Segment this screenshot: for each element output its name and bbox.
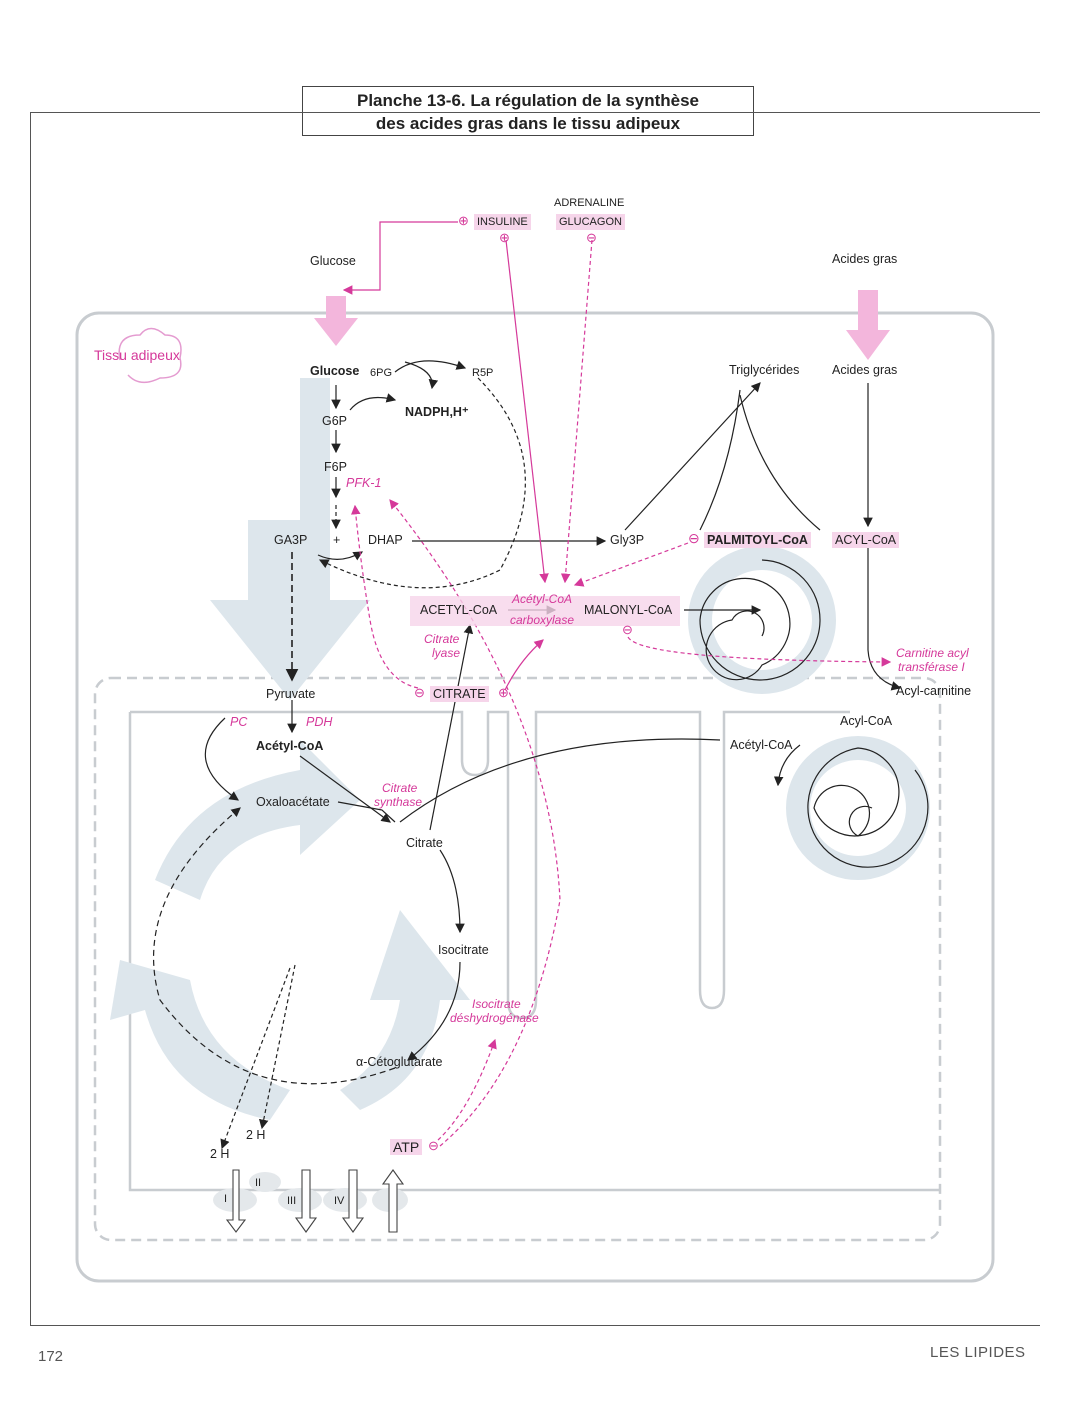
acyl-coa-mito-node: Acyl-CoA [840,714,893,728]
complex-iv-label: IV [334,1195,345,1207]
pyruvate-node: Pyruvate [266,687,316,701]
complex-iii-label: III [287,1195,297,1207]
acetyl-coa-beta-ox-node: Acétyl-CoA [730,738,793,752]
palmitoyl-inhibit-sign: ⊖ [688,530,700,546]
page-number: 172 [38,1348,64,1365]
r5p-node: R5P [472,367,494,379]
f6p-node: F6P [324,460,347,474]
figure-title: Planche 13-6. La régulation de la synthè… [302,86,754,136]
title-line-1: Planche 13-6. La régulation de la synthè… [356,91,699,110]
tissue-label: Tissu adipeux [94,347,180,363]
g6p-node: G6P [322,414,348,428]
title-line-2: des acides gras dans le tissu adipeux [375,114,681,133]
glucose-entry-arrow [314,296,358,346]
cell-fatty-acids-node: Acides gras [832,363,898,377]
citrate-synthase-line1: Citrate [382,781,418,795]
gly3p-node: Gly3P [610,533,645,547]
glucagon-inhibit-sign: ⊖ [586,230,597,245]
fatty-acid-synthesis-spiral [688,546,836,694]
citrate-activate-sign: ⊕ [498,685,509,700]
alpha-ketoglutarate-node: α-Cétoglutarate [356,1055,443,1069]
atp-node: ATP [390,1139,423,1155]
figure-frame [30,112,1040,1326]
blood-glucose-label: Glucose [310,254,356,268]
acc-enzyme-line2: carboxylase [510,613,575,627]
complex-i-label: I [224,1193,228,1205]
cat1-enzyme-line1: Carnitine acyl [896,646,969,660]
adrenaline-label: ADRENALINE [554,197,625,209]
atp-inhibit-sign: ⊖ [428,1138,439,1153]
acc-enzyme-line1: Acétyl-CoA [512,592,573,606]
tca-cycle-arrow-right [340,910,470,1110]
citrate-lyase-line2: lyase [432,646,461,660]
cell-membrane [75,311,995,1283]
palmitoyl-coa-node: PALMITOYL-CoA [704,532,811,548]
citrate-cytosol-node: CITRATE [430,686,489,702]
citrate-inhibit-sign: ⊖ [414,685,425,700]
oxaloacetate-node: Oxaloacétate [256,795,330,809]
acyl-carnitine-node: Acyl-carnitine [896,684,972,698]
insuline-activate-sign: ⊕ [499,230,510,245]
acetyl-coa-carboxylase-highlight [410,596,680,626]
section-title: LES LIPIDES [930,1344,1026,1361]
acyl-coa-cytosol-node: ACYL-CoA [832,532,900,548]
pc-enzyme: PC [230,715,248,729]
pfk1-enzyme: PFK-1 [346,476,382,490]
respiratory-chain [213,1169,408,1233]
tca-cycle-arrow-top [155,740,360,900]
pdh-enzyme: PDH [306,715,333,729]
cat1-enzyme-line2: transférase I [898,660,965,674]
glucagon-label: GLUCAGON [556,214,625,230]
idh-enzyme-line2: déshydrogénase [450,1011,539,1025]
frame-top-right-rule [754,112,1040,113]
citrate-lyase-line1: Citrate [424,632,460,646]
6pg-node: 6PG [370,367,393,379]
insuline-plus-sign: ⊕ [458,213,469,228]
beta-oxidation-spiral [786,736,930,880]
dhap-node: DHAP [368,533,403,547]
fatty-acid-entry-arrow [846,290,890,360]
idh-enzyme-line1: Isocitrate [472,997,521,1011]
acetyl-coa-mito-node: Acétyl-CoA [256,739,324,753]
ga3p-node: GA3P [274,533,308,547]
nadph-node: NADPH,H⁺ [405,405,469,419]
mitochondrion-outer-membrane [93,676,942,1242]
tissue-label-bubble [118,327,182,384]
triglycerides-node: Triglycérides [729,363,800,377]
citrate-mito-node: Citrate [406,836,443,850]
glucose-node: Glucose [310,364,360,378]
blood-fatty-acids-label: Acides gras [832,252,898,266]
citrate-synthase-line2: synthase [374,795,423,809]
isocitrate-node: Isocitrate [438,943,489,957]
malonyl-inhibit-sign: ⊖ [622,622,633,637]
glycolysis-flow-arrow [210,378,370,700]
plus-symbol: + [333,533,341,547]
mitochondrion-inner-membrane [128,710,940,1192]
2h-label-b: 2 H [210,1147,230,1161]
tca-cycle-arrow-left [110,960,290,1120]
acetyl-coa-cytosol-node: ACETYL-CoA [420,603,498,617]
complex-ii-label: II [255,1177,262,1189]
2h-label-a: 2 H [246,1128,266,1142]
insuline-label: INSULINE [474,214,531,230]
malonyl-coa-node: MALONYL-CoA [584,603,673,617]
